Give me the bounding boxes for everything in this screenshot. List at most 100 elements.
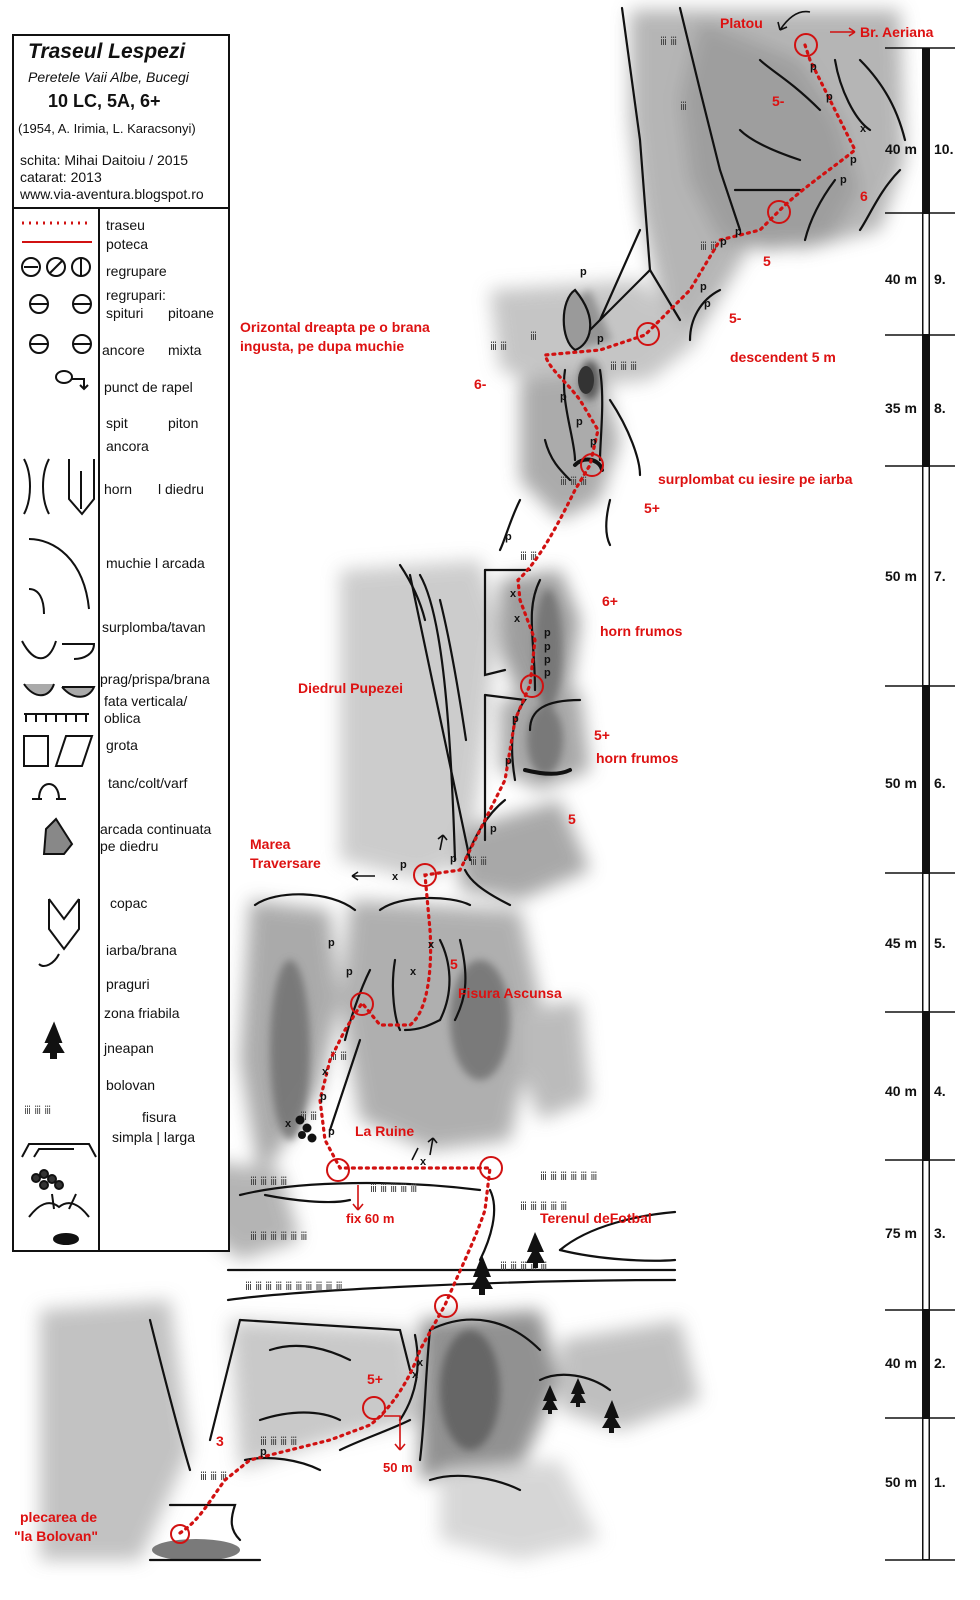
- svg-text:p: p: [544, 627, 551, 639]
- legend-label-pitoane: pitoane: [168, 305, 214, 321]
- legend-label-fata: fata verticala/ oblica: [104, 693, 188, 726]
- svg-text:p: p: [320, 1091, 327, 1103]
- svg-text:p: p: [720, 236, 727, 248]
- svg-text:p: p: [544, 654, 551, 666]
- route-line: [178, 43, 858, 1535]
- mixed-station-icon: [72, 334, 92, 354]
- svg-text:ⅲ ⅲ ⅲ ⅲ ⅲ: ⅲ ⅲ ⅲ ⅲ ⅲ: [520, 1201, 567, 1213]
- svg-text:p: p: [328, 1126, 335, 1138]
- arch-dihedral-icon: [38, 898, 80, 967]
- svg-text:ⅲ ⅲ ⅲ ⅲ ⅲ: ⅲ ⅲ ⅲ ⅲ ⅲ: [370, 1183, 417, 1195]
- grade-9b: 5-: [729, 310, 742, 326]
- svg-text:x: x: [285, 1118, 292, 1130]
- legend-label-poteca: poteca: [106, 236, 149, 252]
- label-plecarea-2: "la Bolovan": [14, 1528, 98, 1544]
- svg-text:p: p: [576, 416, 583, 428]
- pinnacle-icon: [42, 817, 74, 855]
- legend-body: ⅲ ⅲ ⅲ traseu poteca regrupare regrupari:…: [14, 209, 228, 1250]
- svg-text:p: p: [560, 391, 567, 403]
- arete-icon: [28, 538, 90, 615]
- label-orizontal-2: ingusta, pe dupa muchie: [240, 338, 404, 354]
- website-line: www.via-aventura.blogspot.ro: [20, 186, 204, 202]
- cave-icon: [32, 783, 66, 800]
- pitch-length: 50 m: [885, 1474, 917, 1490]
- regroup-icon: [21, 257, 91, 277]
- svg-text:ⅲ ⅲ ⅲ ⅲ ⅲ ⅲ ⅲ ⅲ ⅲ ⅲ: ⅲ ⅲ ⅲ ⅲ ⅲ ⅲ ⅲ ⅲ ⅲ ⅲ: [245, 1281, 343, 1293]
- svg-text:p: p: [512, 713, 519, 725]
- pitch-number: 6.: [934, 775, 946, 791]
- spits-station-icon: [29, 294, 49, 314]
- svg-text:ⅲ: ⅲ: [680, 101, 687, 113]
- wall-face-icon: [23, 735, 94, 767]
- grade-5: 5: [450, 956, 458, 972]
- label-horn-frumos-6: horn frumos: [596, 750, 679, 766]
- scale-segment: [923, 1419, 929, 1559]
- label-rapel-50: 50 m: [383, 1460, 413, 1475]
- direction-arrows: [351, 10, 856, 1451]
- pitch-number: 5.: [934, 935, 946, 951]
- pitch-number: 7.: [934, 568, 946, 584]
- svg-text:p: p: [490, 823, 497, 835]
- svg-text:ⅲ ⅲ: ⅲ ⅲ: [490, 341, 507, 353]
- label-platou: Platou: [720, 15, 763, 31]
- pitch-length: 45 m: [885, 935, 917, 951]
- boulder-start: [152, 1539, 240, 1561]
- pitch-length: 40 m: [885, 1355, 917, 1371]
- legend-label-ancora: ancora: [106, 438, 149, 454]
- svg-text:ⅲ ⅲ: ⅲ ⅲ: [520, 551, 537, 563]
- legend-label-prag: prag/prispa/brana: [100, 671, 210, 687]
- legend-label-fisura-types: simpla | larga: [112, 1129, 196, 1145]
- boulder-cave: [578, 366, 594, 394]
- pitch-length: 50 m: [885, 775, 917, 791]
- label-marea-2: Traversare: [250, 855, 321, 871]
- rock-shading: [40, 10, 905, 1560]
- svg-text:x: x: [322, 1066, 329, 1078]
- legend-panel: Traseul Lespezi Peretele Vaii Albe, Buce…: [12, 34, 230, 1252]
- route-title: Traseul Lespezi: [28, 40, 186, 63]
- scale-segment: [923, 467, 929, 685]
- route-labels: Platou Br. Aeriana Orizontal dreapta pe …: [14, 15, 934, 1544]
- scale-segment: [923, 214, 929, 334]
- svg-text:ⅲ ⅲ ⅲ ⅲ ⅲ ⅲ: ⅲ ⅲ ⅲ ⅲ ⅲ ⅲ: [540, 1171, 597, 1183]
- svg-text:p: p: [328, 937, 335, 949]
- grade-10a: 5-: [772, 93, 785, 109]
- svg-text:p: p: [346, 966, 353, 978]
- grade-8: 6-: [474, 376, 487, 392]
- grass-legend-icon: ⅲ ⅲ ⅲ: [24, 1105, 51, 1117]
- svg-text:x: x: [417, 1357, 424, 1369]
- legend-label-surplomba: surplomba/tavan: [102, 619, 206, 635]
- pitch-number: 4.: [934, 1083, 946, 1099]
- pitons-station-icon: [72, 294, 92, 314]
- svg-text:p: p: [704, 298, 711, 310]
- legend-label-mixta: mixta: [168, 342, 202, 358]
- svg-text:x: x: [412, 1369, 419, 1381]
- friable-zone-icon: [31, 1169, 64, 1190]
- label-horn-frumos-7: horn frumos: [600, 623, 683, 639]
- svg-text:p: p: [544, 667, 551, 679]
- legend-label-praguri: praguri: [106, 976, 150, 992]
- pitch-number: 3.: [934, 1225, 946, 1241]
- pitch-length: 40 m: [885, 141, 917, 157]
- legend-label-regrupari: regrupari:: [106, 287, 166, 303]
- legend-label-rapel: punct de rapel: [104, 379, 193, 395]
- legend-label-diedru: l diedru: [158, 481, 204, 497]
- svg-text:x: x: [510, 588, 517, 600]
- svg-text:ⅲ ⅲ ⅲ: ⅲ ⅲ ⅲ: [200, 1471, 227, 1483]
- pitch-number: 8.: [934, 400, 946, 416]
- legend-label-friabila: zona friabila: [104, 1005, 180, 1021]
- legend-symbols: ⅲ ⅲ ⅲ: [21, 221, 97, 1245]
- legend-header: Traseul Lespezi Peretele Vaii Albe, Buce…: [14, 36, 228, 209]
- legend-label-jneapan: jneapan: [104, 1040, 154, 1056]
- pitch-number: 2.: [934, 1355, 946, 1371]
- anchors-station-icon: [29, 334, 49, 354]
- climbed-line: catarat: 2013: [20, 169, 102, 185]
- svg-text:x: x: [860, 123, 867, 135]
- route-subtitle: Peretele Vaii Albe, Bucegi: [28, 69, 189, 85]
- tree-icons: [471, 1232, 621, 1433]
- rock-dark-patches: [270, 290, 612, 1450]
- pitch-length: 35 m: [885, 400, 917, 416]
